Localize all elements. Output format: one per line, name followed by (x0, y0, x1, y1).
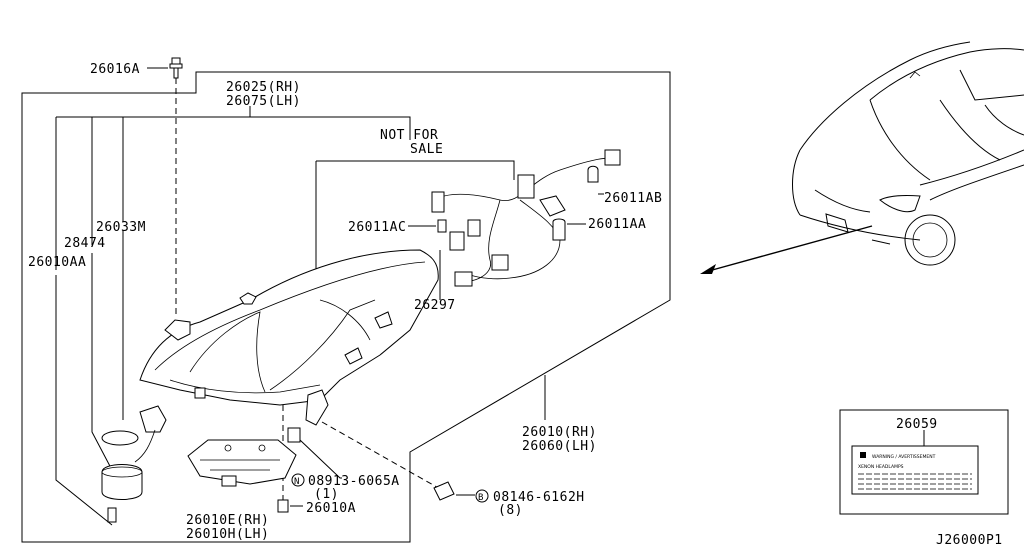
label-26011AC: 26011AC (348, 220, 406, 235)
bulb-26011AC (408, 219, 447, 233)
b-marker-letter: B (478, 493, 484, 503)
label-26075-lh: 26075(LH) (226, 94, 301, 109)
label-28474: 28474 (64, 236, 106, 251)
callout-arrow (700, 225, 873, 274)
bulb-socket-left (449, 231, 465, 251)
headlamp-housing (139, 249, 439, 426)
label-26033M: 26033M (96, 220, 146, 235)
label-26059: 26059 (896, 417, 938, 432)
label-26060-lh: 26060(LH) (522, 439, 597, 454)
label-26016A: 26016A (90, 62, 140, 77)
vehicle-illustration (792, 41, 1024, 266)
warning-label-sub: XENON HEADLAMPS (858, 464, 904, 470)
label-08913-qty: (1) (314, 487, 339, 502)
diagram-code: J26000P1 (936, 533, 1003, 548)
assembly-boundary-frame (21, 71, 671, 543)
igniter-assembly (101, 405, 167, 523)
label-26010A: 26010A (306, 501, 356, 516)
bracket-08913 (287, 427, 342, 479)
warning-label-box: WARNING / AVERTISSEMENT XENON HEADLAMPS (839, 409, 1009, 515)
bulb-26011AB (587, 165, 604, 195)
label-sale: SALE (410, 142, 443, 157)
label-26011AA: 26011AA (588, 217, 646, 232)
label-26025-rh: 26025(RH) (226, 80, 301, 95)
b-marker-circle (475, 489, 489, 503)
label-08913: 08913-6065A (308, 474, 400, 489)
bolt-26016A (147, 57, 183, 79)
left-leader-lines (55, 106, 515, 526)
screw-08146 (433, 481, 475, 501)
label-26010AA: 26010AA (28, 255, 86, 270)
label-26010E-rh: 26010E(RH) (186, 513, 269, 528)
n-marker-letter: N (294, 477, 300, 487)
n-marker-circle (291, 473, 305, 487)
label-not-for: NOT FOR (380, 128, 438, 143)
label-08146: 08146-6162H (493, 490, 585, 505)
wiring-harness (431, 149, 621, 287)
screw-dash-line (321, 421, 443, 491)
bulb-26011AA (552, 218, 586, 241)
label-26011AB: 26011AB (604, 191, 662, 206)
label-26010-rh: 26010(RH) (522, 425, 597, 440)
screw-26010A (277, 499, 303, 513)
label-26297: 26297 (414, 298, 456, 313)
label-08146-qty: (8) (498, 503, 523, 518)
label-26010H-lh: 26010H(LH) (186, 527, 269, 542)
warning-label-title: WARNING / AVERTISSEMENT (872, 454, 936, 460)
ballast-unit (187, 439, 297, 487)
